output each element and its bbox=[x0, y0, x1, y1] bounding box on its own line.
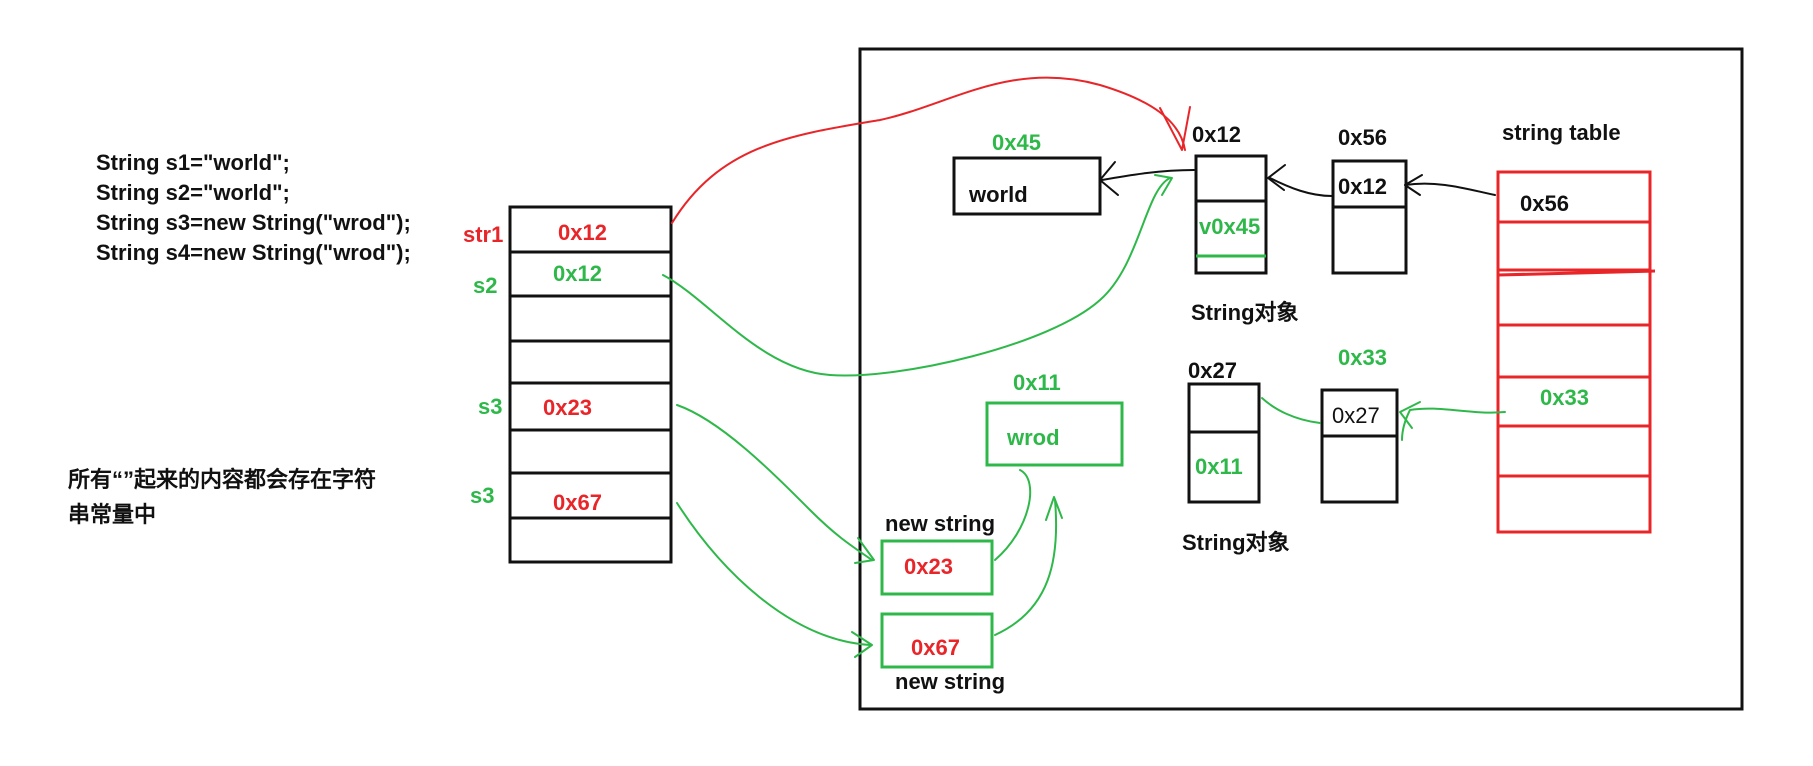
new-string-1-value: 0x23 bbox=[904, 554, 953, 579]
new-string-1-box bbox=[880, 539, 994, 596]
heap-area bbox=[858, 47, 1744, 711]
string-object-1 bbox=[1194, 154, 1268, 275]
stack-frame bbox=[508, 205, 673, 564]
stack-label-s4: s3 bbox=[470, 483, 494, 508]
new-string-2-value: 0x67 bbox=[911, 635, 960, 660]
string-object-1-address: 0x12 bbox=[1192, 122, 1241, 147]
string-table-entry-2: 0x33 bbox=[1540, 385, 1589, 410]
new-string-1-caption: new string bbox=[885, 511, 995, 536]
string-object-2 bbox=[1187, 382, 1261, 504]
arrow-array-2-to-object-2 bbox=[1261, 397, 1321, 424]
code-line-1: String s1="world"; bbox=[96, 150, 290, 175]
stack-value-str1: 0x12 bbox=[558, 220, 607, 245]
string-table-entry-1: 0x56 bbox=[1520, 191, 1569, 216]
arrow-head bbox=[1399, 401, 1421, 429]
world-address: 0x45 bbox=[992, 130, 1041, 155]
stack-label-str1: str1 bbox=[463, 222, 503, 247]
wrod-address: 0x11 bbox=[1013, 370, 1061, 395]
arrow-table-to-array-2 bbox=[1401, 407, 1506, 441]
char-array-2-address: 0x33 bbox=[1338, 345, 1387, 370]
arrow-head bbox=[854, 537, 875, 564]
string-object-1-caption: String对象 bbox=[1191, 300, 1299, 325]
code-block: String s1="world"; String s2="world"; St… bbox=[96, 150, 411, 265]
arrow-head bbox=[1045, 496, 1063, 521]
arrow-head bbox=[1404, 174, 1423, 196]
arrow-table-to-array-1 bbox=[1404, 182, 1496, 196]
arrow-object-1-to-world bbox=[1101, 169, 1195, 181]
stack-label-s2: s2 bbox=[473, 273, 497, 298]
string-object-2-caption: String对象 bbox=[1182, 530, 1290, 555]
arrow-head bbox=[851, 631, 873, 658]
arrow-s4-to-new-string-2 bbox=[676, 502, 871, 646]
stack-label-s3: s3 bbox=[478, 394, 502, 419]
arrow-new-string-1-to-wrod bbox=[994, 469, 1032, 561]
code-line-2: String s2="world"; bbox=[96, 180, 290, 205]
arrow-new-string-2-to-wrod bbox=[994, 499, 1058, 636]
char-array-2-value: 0x27 bbox=[1332, 403, 1380, 428]
wrod-literal-text: wrod bbox=[1006, 425, 1060, 450]
stack-value-s2: 0x12 bbox=[553, 261, 602, 286]
arrow-s2-to-object bbox=[662, 177, 1171, 377]
arrow-head bbox=[1154, 174, 1173, 196]
code-line-3: String s3=new String("wrod"); bbox=[96, 210, 411, 235]
string-object-1-value: v0x45 bbox=[1199, 214, 1260, 239]
string-table bbox=[1496, 170, 1656, 534]
new-string-2-box bbox=[880, 612, 994, 669]
table-divider bbox=[1497, 269, 1656, 277]
note-line-1: 所有“”起来的内容都会存在字符 bbox=[68, 467, 376, 492]
arrow-str1-to-object bbox=[671, 76, 1186, 224]
note-line-2: 串常量中 bbox=[68, 502, 156, 527]
string-table-title: string table bbox=[1502, 120, 1621, 145]
arrow-head bbox=[1267, 164, 1286, 191]
arrow-head bbox=[1099, 161, 1119, 196]
new-string-2-caption: new string bbox=[895, 669, 1005, 694]
arrow-s3-to-new-string-1 bbox=[676, 404, 873, 561]
arrow-head bbox=[1159, 106, 1191, 151]
stack-value-s3: 0x23 bbox=[543, 395, 592, 420]
char-array-1-address: 0x56 bbox=[1338, 125, 1387, 150]
arrow-array-1-to-object-1 bbox=[1269, 177, 1333, 197]
string-object-2-address: 0x27 bbox=[1188, 358, 1237, 383]
stack-value-s4: 0x67 bbox=[553, 490, 602, 515]
note-block: 所有“”起来的内容都会存在字符 串常量中 bbox=[68, 467, 376, 527]
string-table-outline bbox=[1496, 170, 1652, 534]
char-array-2 bbox=[1320, 388, 1399, 504]
string-object-2-value: 0x11 bbox=[1195, 454, 1243, 479]
char-array-1 bbox=[1331, 159, 1408, 275]
wrod-literal-box bbox=[985, 401, 1124, 467]
char-array-1-value: 0x12 bbox=[1338, 174, 1387, 199]
code-line-4: String s4=new String("wrod"); bbox=[96, 240, 411, 265]
world-literal-text: world bbox=[968, 182, 1028, 207]
world-literal-box bbox=[952, 156, 1102, 216]
